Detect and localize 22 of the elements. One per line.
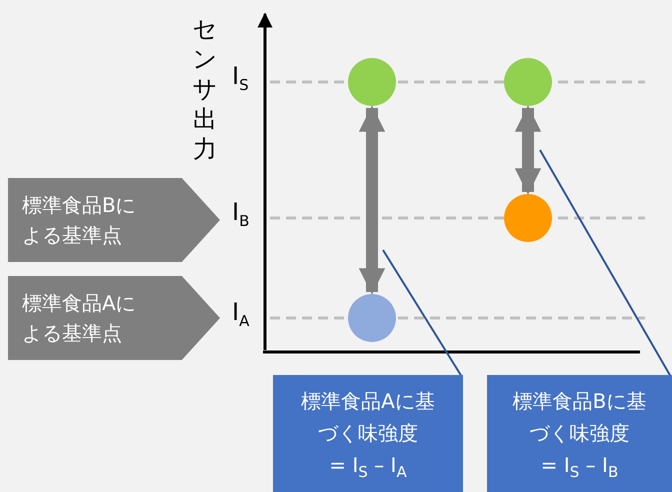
leader-line: [539, 150, 672, 378]
label-text: 標準食品Aによる基準点: [22, 290, 137, 347]
formula-text: 標準食品Bに基づく味強度: [512, 388, 648, 447]
formula-text: = I$_{S}$ – I$_{A}$: [328, 452, 408, 483]
double-arrow: [514, 105, 542, 195]
level-label: I$_{S}$: [232, 62, 249, 94]
data-point: [504, 58, 552, 106]
level-label: I$_{B}$: [232, 198, 250, 230]
leader-line: [382, 249, 463, 378]
label-text: 標準食品Bによる基準点: [22, 192, 137, 249]
data-point: [348, 58, 396, 106]
double-arrow: [358, 105, 386, 295]
pointer-label: [8, 276, 220, 360]
data-point: [348, 294, 396, 342]
pointer-label: [8, 178, 220, 262]
formula-text: 標準食品Aに基づく味強度: [300, 388, 436, 447]
result-box: [487, 375, 672, 492]
data-point: [504, 194, 552, 242]
formula-text: = I$_{S}$ – I$_{B}$: [540, 452, 620, 483]
axis-title: センサ出力: [192, 14, 218, 164]
level-label: I$_{A}$: [232, 298, 250, 330]
result-box: [273, 375, 463, 492]
